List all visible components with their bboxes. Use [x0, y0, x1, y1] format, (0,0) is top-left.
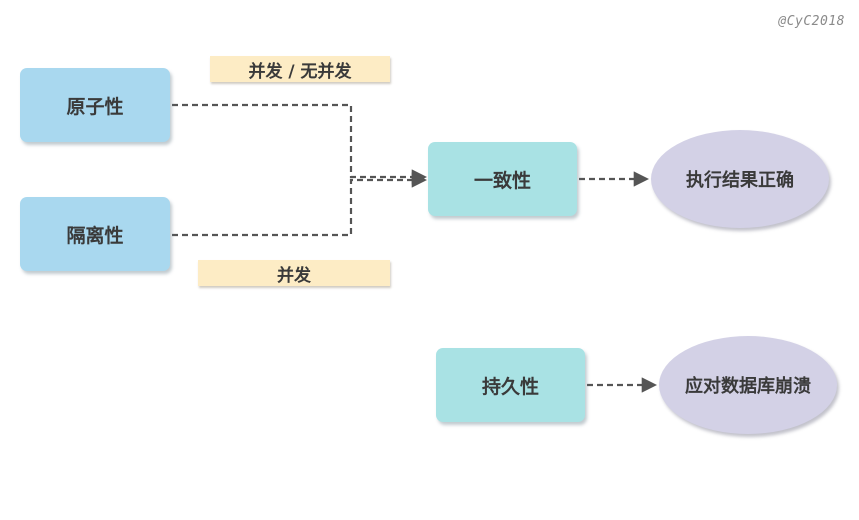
node-label: 应对数据库崩溃	[685, 376, 811, 397]
node-correct-result: 执行结果正确	[651, 130, 829, 228]
node-db-crash: 应对数据库崩溃	[659, 336, 837, 434]
edge-label-text: 并发 / 无并发	[248, 61, 352, 82]
node-atomicity: 原子性	[20, 68, 170, 142]
node-label: 一致性	[473, 169, 531, 192]
node-consistency: 一致性	[428, 142, 577, 216]
node-label: 原子性	[66, 95, 124, 118]
edge-label-concurrent: 并发	[198, 260, 390, 286]
node-isolation: 隔离性	[20, 197, 170, 271]
node-label: 隔离性	[66, 224, 124, 247]
edge-label-text: 并发	[277, 265, 311, 286]
edge-atomicity-to-consistency	[172, 103, 428, 185]
node-label: 持久性	[481, 375, 539, 398]
node-label: 执行结果正确	[686, 170, 794, 191]
edge-isolation-to-consistency	[172, 172, 428, 237]
watermark-text: @CyC2018	[778, 14, 845, 29]
node-durability: 持久性	[436, 348, 585, 422]
edge-label-concurrent-or-not: 并发 / 无并发	[210, 56, 390, 82]
